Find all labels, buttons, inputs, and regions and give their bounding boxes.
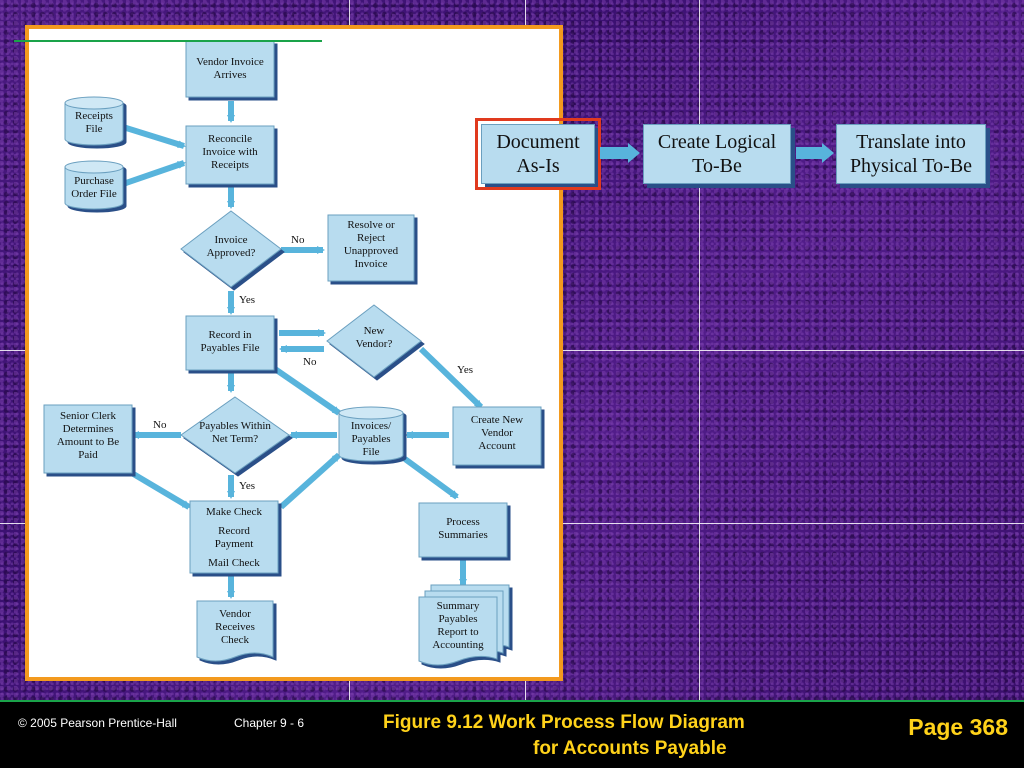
document-as-is-step: Document As-Is [475, 118, 601, 190]
translate-physical-label: Translate into Physical To-Be [849, 131, 973, 177]
translate-physical-step: Translate into Physical To-Be [836, 124, 986, 184]
footer-top-rule [0, 700, 1024, 702]
resolve-reject-box [327, 214, 415, 282]
invoice-approved-diamond [180, 210, 282, 288]
yes-label: Yes [457, 364, 473, 376]
create-logical-label: Create Logical To-Be [657, 131, 777, 177]
mail-check-label: Mail Check [208, 557, 260, 569]
slide-footer [0, 700, 1024, 768]
yes-label: Yes [239, 294, 255, 306]
no-label: No [291, 234, 305, 246]
vendor-receives-check-document [196, 600, 274, 662]
create-logical-step: Create Logical To-Be [643, 124, 791, 184]
new-vendor-diamond [326, 304, 422, 378]
chapter-text: Chapter 9 - 6 [234, 716, 305, 730]
invoices-payables-file-cylinder [338, 406, 404, 462]
figure-caption: Figure 9.12 Work Process Flow Diagram fo… [383, 710, 843, 762]
process-summaries-box [418, 502, 508, 558]
yes-label: Yes [239, 480, 255, 492]
caption-line-2: for Accounts Payable [533, 738, 727, 759]
step-arrow [796, 143, 834, 163]
make-check-label: Make Check [206, 506, 262, 518]
record-payables-box [185, 315, 275, 371]
receipts-file-cylinder [64, 96, 124, 146]
senior-clerk-box [43, 404, 133, 474]
flow-connectors [122, 101, 484, 599]
reconcile-invoice-box [185, 125, 275, 185]
no-label: No [303, 356, 317, 368]
vendor-invoice-arrives-box [185, 40, 275, 98]
step-arrow [600, 143, 640, 163]
page-number: Page 368 [908, 714, 1008, 740]
caption-line-1: Figure 9.12 Work Process Flow Diagram [383, 712, 745, 733]
grid-line [699, 0, 700, 700]
payables-within-diamond [180, 396, 290, 474]
footer-rule [14, 40, 322, 42]
make-check-box [189, 500, 279, 574]
document-as-is-label: Document As-Is [496, 131, 580, 177]
summary-report-document [418, 584, 510, 666]
no-label: No [153, 419, 167, 431]
create-new-vendor-box [452, 406, 542, 466]
purchase-order-file-cylinder [64, 160, 124, 210]
copyright-text: © 2005 Pearson Prentice-Hall [18, 716, 177, 730]
